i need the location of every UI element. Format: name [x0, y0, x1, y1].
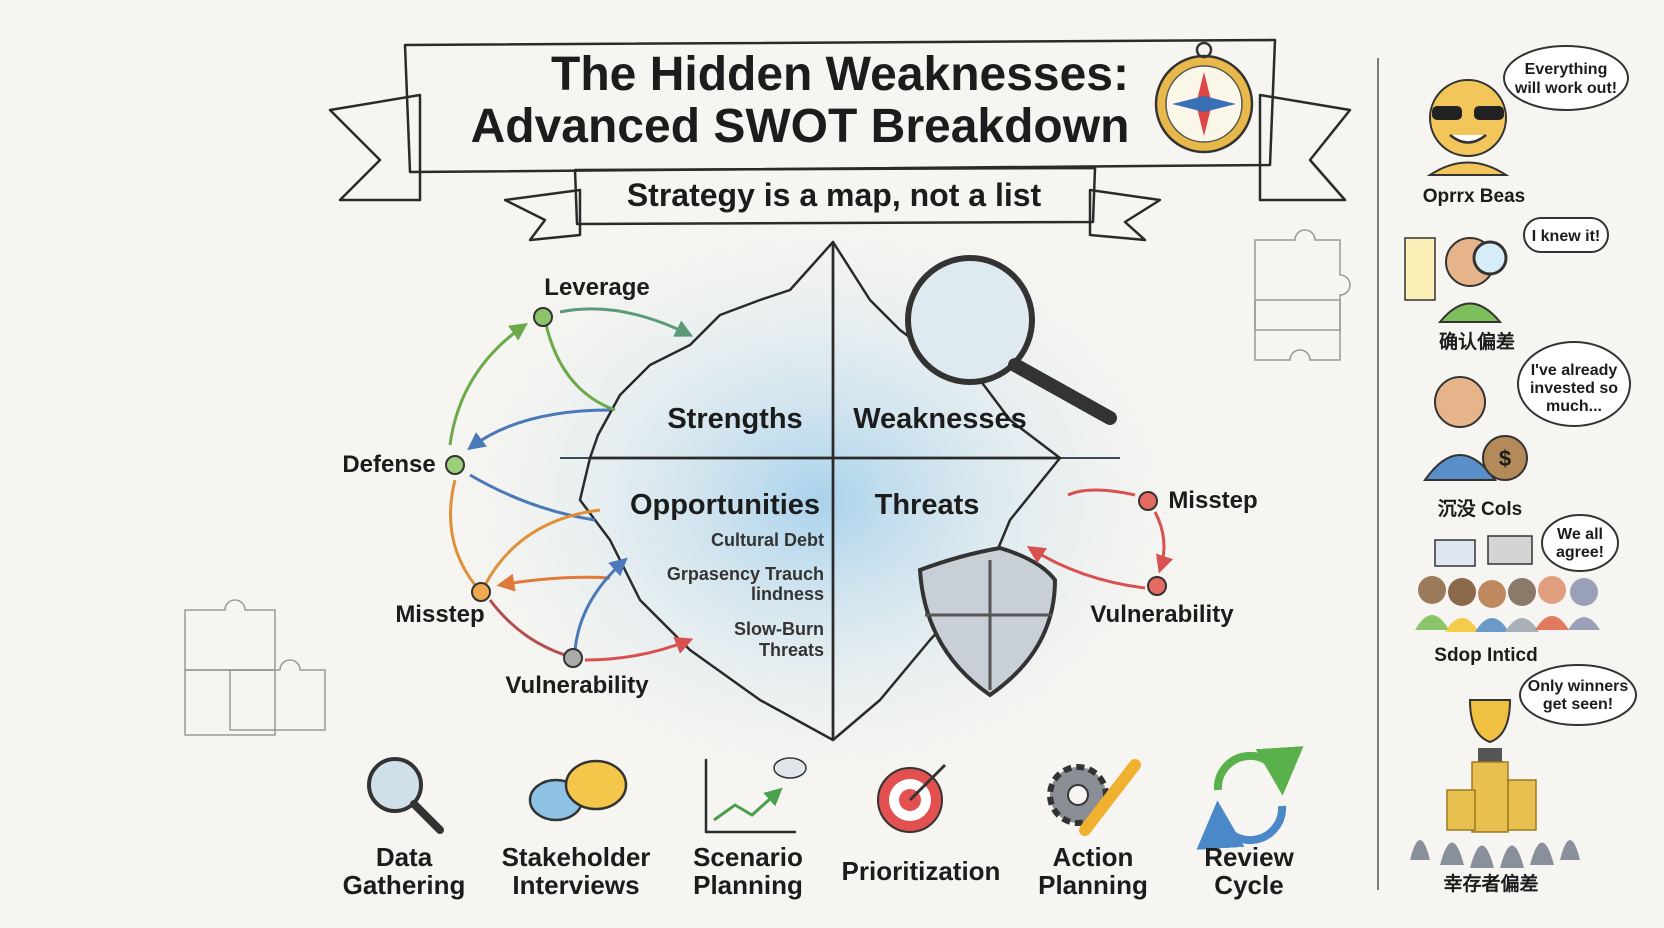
scenario-planning-step: Scenario Planning [693, 757, 807, 900]
threats-label: Threats [875, 489, 980, 521]
svg-text:invested so: invested so [1530, 380, 1618, 397]
subtitle-ribbon: Strategy is a map, not a list [503, 166, 1162, 242]
step-label: Cycle [1214, 870, 1283, 900]
left-cycle: Leverage Defense Misstep Vulnerability [342, 274, 694, 699]
svg-text:We all: We all [1557, 526, 1603, 543]
magnifier-icon [367, 757, 444, 834]
misstep-node [1138, 491, 1158, 511]
magnifier-icon [1472, 240, 1508, 276]
bias-label: 确认偏差 [1439, 330, 1515, 353]
bias-optimism: Everything will work out! Oprrx Beas [1423, 45, 1629, 207]
title-banner: The Hidden Weaknesses: Advanced SWOT Bre… [328, 38, 1352, 202]
step-label: Prioritization [842, 856, 1001, 886]
step-label: Interviews [512, 870, 639, 900]
sunglasses-face-icon [1429, 79, 1507, 157]
svg-text:$: $ [1499, 446, 1511, 471]
bias-label: 沉没 Cols [1438, 498, 1522, 520]
bias-sunk-cost: $ I've already invested so much... 沉没 Co… [1423, 341, 1631, 520]
svg-text:I knew it!: I knew it! [1532, 228, 1600, 245]
title-line-2: Advanced SWOT Breakdown [471, 100, 1130, 153]
thought-bubble [1519, 664, 1637, 726]
prioritization-step: Prioritization [842, 763, 1001, 886]
weaknesses-label: Weaknesses [853, 403, 1027, 435]
opportunities-label: Opportunities [630, 489, 820, 521]
step-label: Gathering [343, 870, 466, 900]
money-bag-icon [1482, 435, 1528, 481]
misstep-label: Misstep [1168, 487, 1257, 514]
vulnerability-node [563, 648, 583, 668]
trend-chart-icon [704, 757, 807, 834]
bias-label: Oprrx Beas [1423, 186, 1525, 207]
step-label: Stakeholder [502, 842, 651, 872]
review-cycle-step: Review Cycle [1196, 746, 1304, 900]
hidden-item-slow-burn: Slow-Burn [734, 619, 824, 639]
hidden-item-cultural-debt: Cultural Debt [711, 530, 824, 550]
process-steps: Data Gathering Stakeholder Interviews Sc… [343, 746, 1304, 900]
misstep-node [471, 582, 491, 602]
vulnerability-label: Vulnerability [505, 672, 649, 699]
speech-bubbles-icon [528, 759, 628, 822]
cycle-arrows-icon [1196, 746, 1304, 850]
bias-survivorship: Only winners get seen! 幸存者偏差 [1410, 664, 1637, 895]
hidden-item: lindness [751, 584, 824, 604]
stakeholder-interviews-step: Stakeholder Interviews [502, 759, 651, 900]
data-gathering-step: Data Gathering [343, 757, 466, 900]
svg-text:agree!: agree! [1556, 544, 1604, 561]
svg-text:I've already: I've already [1531, 362, 1618, 379]
document-icon [1404, 237, 1436, 301]
puzzle-pieces-icon [184, 229, 1351, 736]
svg-text:will work out!: will work out! [1514, 80, 1617, 97]
vulnerability-node [1147, 576, 1167, 596]
swot-iceberg: Strengths Weaknesses Opportunities Threa… [578, 240, 1062, 742]
crowd-icon [1415, 576, 1600, 632]
target-icon [877, 763, 947, 833]
speech-bubble [1541, 514, 1619, 572]
bias-label: Sdop Inticd [1434, 645, 1537, 666]
step-label: Data [376, 842, 433, 872]
step-label: Review [1204, 842, 1294, 872]
bias-label: 幸存者偏差 [1443, 872, 1538, 895]
svg-text:Everything: Everything [1525, 61, 1608, 78]
right-cycle: Misstep Vulnerability [1026, 487, 1258, 628]
strengths-label: Strengths [667, 403, 802, 435]
step-label: Planning [1038, 870, 1148, 900]
defense-node [445, 455, 465, 475]
trophy-icon [1468, 699, 1512, 744]
bias-confirmation: I knew it! 确认偏差 [1404, 217, 1609, 353]
svg-text:get seen!: get seen! [1543, 696, 1613, 713]
speech-bubble [1523, 217, 1609, 253]
compass-icon [1154, 41, 1254, 154]
hidden-item-threats: Threats [759, 640, 824, 660]
misstep-label: Misstep [395, 601, 484, 628]
step-label: Planning [693, 870, 803, 900]
title-line-1: The Hidden Weaknesses: [551, 48, 1129, 101]
worried-person-icon [1434, 376, 1486, 428]
svg-text:much...: much... [1546, 398, 1602, 415]
defense-label: Defense [342, 451, 435, 478]
bias-groupthink: We all agree! Sdop Inticd [1415, 514, 1619, 666]
action-planning-step: Action Planning [1038, 759, 1148, 900]
step-label: Scenario [693, 842, 803, 872]
leverage-label: Leverage [544, 274, 649, 301]
coin-stack-icon [1471, 761, 1509, 833]
gear-pencil-icon [1047, 759, 1141, 836]
magnifier-icon [905, 255, 1117, 425]
thought-bubble [1503, 45, 1629, 111]
speech-bubble [1517, 341, 1631, 427]
shield-icon [917, 545, 1058, 698]
vulnerability-label: Vulnerability [1090, 601, 1234, 628]
subtitle: Strategy is a map, not a list [627, 177, 1042, 213]
crowd-icon [1410, 840, 1580, 868]
svg-text:Only winners: Only winners [1528, 678, 1629, 695]
leverage-node [533, 307, 553, 327]
step-label: Action [1053, 842, 1134, 872]
hidden-item: Grpasency Trauch [667, 564, 824, 584]
